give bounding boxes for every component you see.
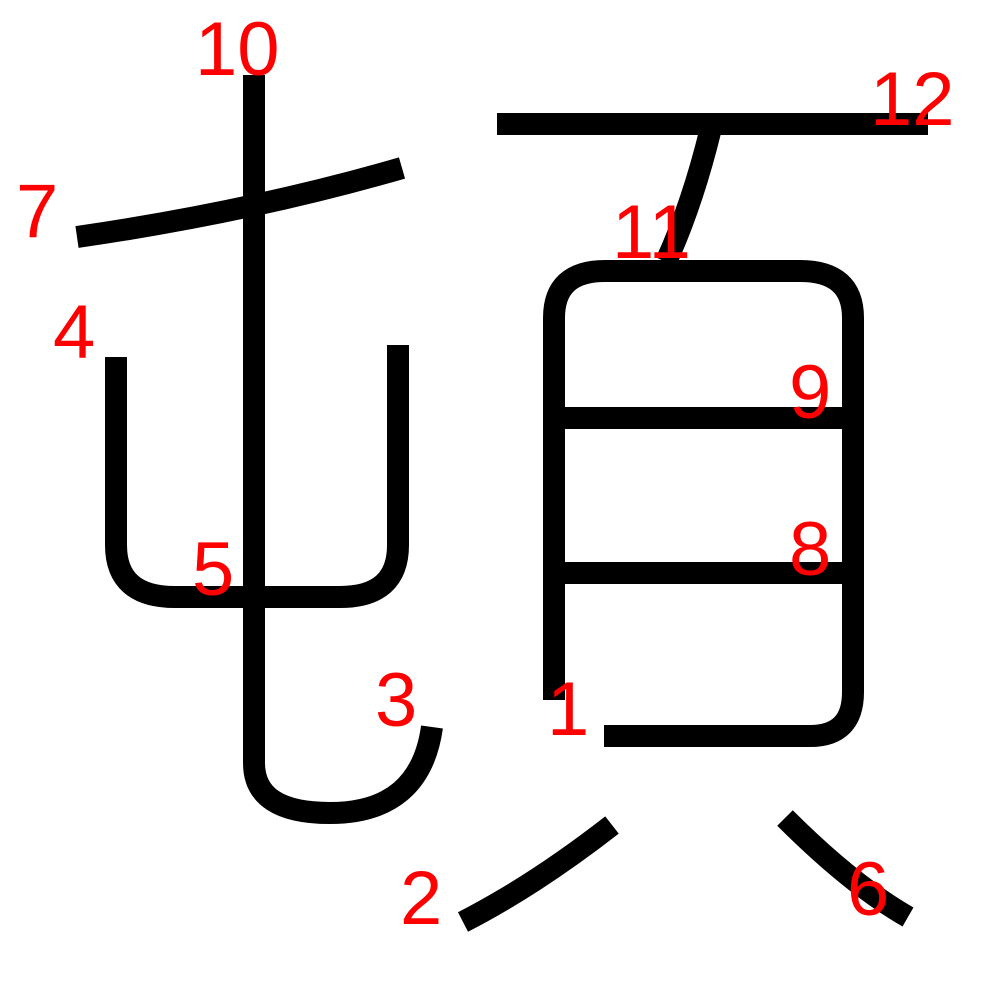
character-strokes xyxy=(75,75,928,932)
stroke-number-label: 3 xyxy=(375,658,417,743)
stroke-number-label: 10 xyxy=(195,7,280,92)
stroke-order-labels: 1 2 3 4 5 6 7 8 9 10 11 12 xyxy=(16,7,955,941)
stroke-box-right xyxy=(543,260,864,747)
stroke-number-label: 8 xyxy=(789,507,831,592)
stroke-vertical-hook-left xyxy=(243,75,443,824)
stroke-number-label: 12 xyxy=(870,57,955,142)
stroke-number-label: 5 xyxy=(192,527,234,612)
stroke-number-label: 6 xyxy=(847,847,889,932)
stroke-number-label: 9 xyxy=(789,350,831,435)
stroke-u-shape-left xyxy=(105,345,409,608)
stroke-bottom-right-falling xyxy=(777,810,914,927)
stroke-bottom-left-falling xyxy=(457,816,619,932)
stroke-number-label: 4 xyxy=(53,290,95,375)
stroke-short-left-falling xyxy=(655,129,721,267)
stroke-number-label: 1 xyxy=(547,667,589,752)
stroke-horizontal-upper-left xyxy=(75,157,406,248)
stroke-number-label: 7 xyxy=(16,169,58,254)
stroke-number-label: 2 xyxy=(400,856,442,941)
stroke-number-label: 11 xyxy=(612,190,691,275)
